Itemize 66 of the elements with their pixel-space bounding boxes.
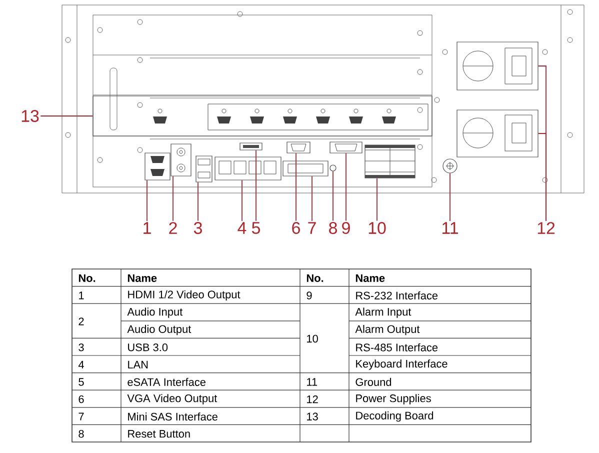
table-cell: 13 xyxy=(307,412,318,420)
table-cell: Decoding Board xyxy=(356,411,434,422)
callout-number: 13 xyxy=(22,110,39,122)
callout-number: 3 xyxy=(194,222,202,234)
leader-line xyxy=(538,133,546,222)
table-cell: Alarm Input xyxy=(355,308,412,318)
table-cell: Reset Button xyxy=(128,430,190,438)
leader-line xyxy=(332,170,334,222)
leader-line xyxy=(146,180,148,222)
callout-number: 8 xyxy=(329,222,337,234)
table-cell: No. xyxy=(306,274,324,282)
table-cell: VGA Video Output xyxy=(127,394,218,404)
mini-sas-port xyxy=(282,160,328,176)
table-cell: 5 xyxy=(78,378,84,386)
table-cell: 7 xyxy=(78,412,84,420)
power-supply xyxy=(456,110,538,158)
callout-number: 7 xyxy=(308,222,316,234)
table-cell: USB 3.0 xyxy=(128,343,168,352)
table-cell: LAN xyxy=(128,360,148,368)
leader-line xyxy=(172,176,174,222)
lan-port xyxy=(214,156,282,180)
callout-number: 11 xyxy=(442,222,458,234)
table-cell: RS-232 Interface xyxy=(356,291,438,300)
table-cell: 6 xyxy=(78,395,84,404)
table-cell: 1 xyxy=(79,292,84,300)
reset-button xyxy=(330,164,336,172)
table-cell: Mini SAS Interface xyxy=(128,412,218,421)
hdmi-port xyxy=(144,152,170,180)
table-cell: Power Supplies xyxy=(356,394,431,404)
table-cell: 8 xyxy=(78,430,84,438)
vga-port xyxy=(286,142,310,154)
power-supply xyxy=(456,42,538,90)
callout-number: 2 xyxy=(169,222,177,234)
callout-number: 1 xyxy=(144,222,151,234)
callout-number: 9 xyxy=(342,222,350,234)
table-cell: Alarm Output xyxy=(355,324,420,336)
table-cell: 2 xyxy=(78,318,84,326)
table-cell: 10 xyxy=(307,334,318,343)
table-cell: 3 xyxy=(78,343,84,352)
decoding-board xyxy=(92,96,432,136)
table-cell: Name xyxy=(356,274,385,282)
table-cell: RS-485 Interface xyxy=(356,343,438,352)
callout-number: 10 xyxy=(368,222,386,234)
table-cell: 9 xyxy=(306,292,312,300)
table-cell: 4 xyxy=(78,360,84,368)
table-cell: HDMI 1/2 Video Output xyxy=(128,290,240,301)
terminal-block xyxy=(364,144,416,178)
leader-line xyxy=(376,178,378,222)
audio-jack xyxy=(170,144,192,176)
callout-number: 4 xyxy=(238,222,246,234)
callout-number: 5 xyxy=(252,222,260,234)
ground-screw xyxy=(442,158,458,174)
table-cell: Ground xyxy=(356,378,392,386)
callout-number: 12 xyxy=(538,222,555,234)
usb-port xyxy=(196,156,212,182)
table-cell: eSATA Interface xyxy=(128,378,206,386)
table-cell: Audio Input xyxy=(127,308,183,318)
table-cell: 12 xyxy=(307,395,318,404)
serial-port xyxy=(330,142,362,154)
table-cell: Keyboard Interface xyxy=(356,360,448,370)
callout-number: 6 xyxy=(292,222,300,234)
table-cell: 11 xyxy=(307,378,318,386)
esata-port xyxy=(240,142,262,150)
table-cell: No. xyxy=(78,274,96,282)
table-cell: Audio Output xyxy=(127,324,192,336)
table-cell: Name xyxy=(128,274,157,282)
